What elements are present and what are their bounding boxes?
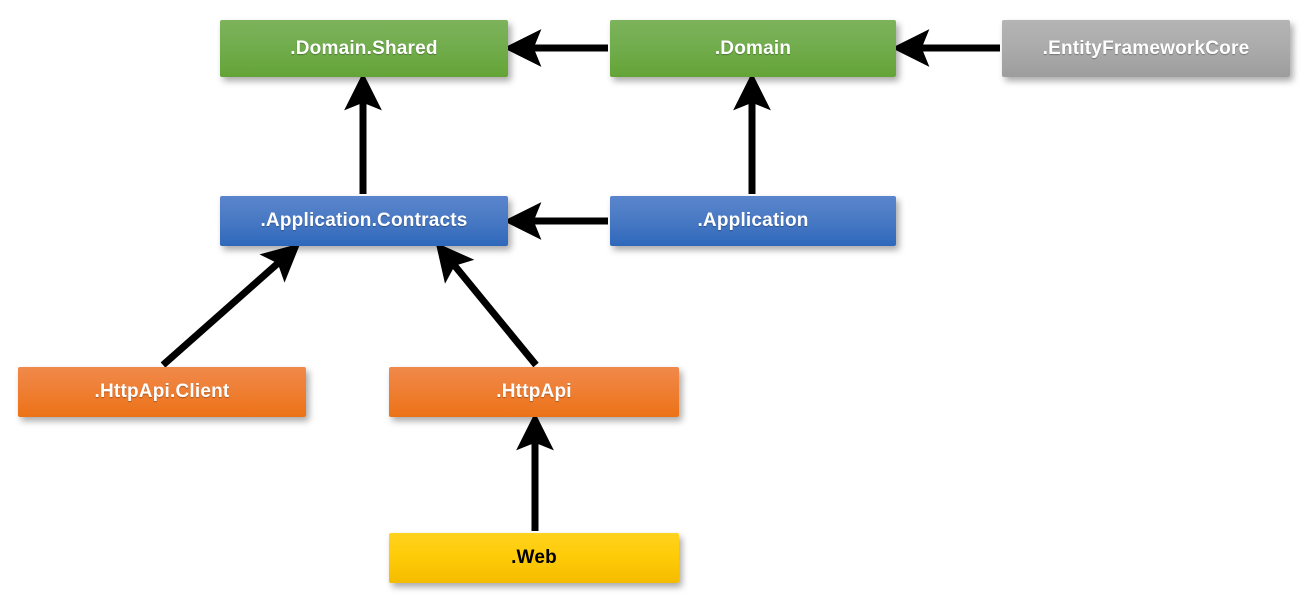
- node-domain[interactable]: .Domain: [610, 20, 896, 77]
- node-label: .Domain.Shared: [290, 37, 438, 59]
- node-label: .EntityFrameworkCore: [1042, 37, 1250, 59]
- node-label: .Application: [697, 210, 809, 231]
- node-label: .HttpApi.Client: [94, 381, 230, 402]
- node-entityframeworkcore[interactable]: .EntityFrameworkCore: [1002, 20, 1290, 77]
- edge-httpapi-to-application-contracts: [435, 242, 539, 368]
- node-label: .Domain: [714, 37, 792, 59]
- node-application-contracts[interactable]: .Application.Contracts: [220, 196, 508, 246]
- node-httpapi-client[interactable]: .HttpApi.Client: [18, 367, 306, 417]
- edge-httpapi-client-to-application-contracts: [160, 243, 301, 368]
- node-label: .HttpApi: [496, 381, 572, 402]
- node-label: .Application.Contracts: [260, 210, 468, 231]
- edges-group: [160, 29, 1000, 531]
- node-domain-shared[interactable]: .Domain.Shared: [220, 20, 508, 77]
- node-application[interactable]: .Application: [610, 196, 896, 246]
- node-label: .Web: [511, 547, 557, 568]
- node-httpapi[interactable]: .HttpApi: [389, 367, 679, 417]
- node-web[interactable]: .Web: [389, 533, 679, 583]
